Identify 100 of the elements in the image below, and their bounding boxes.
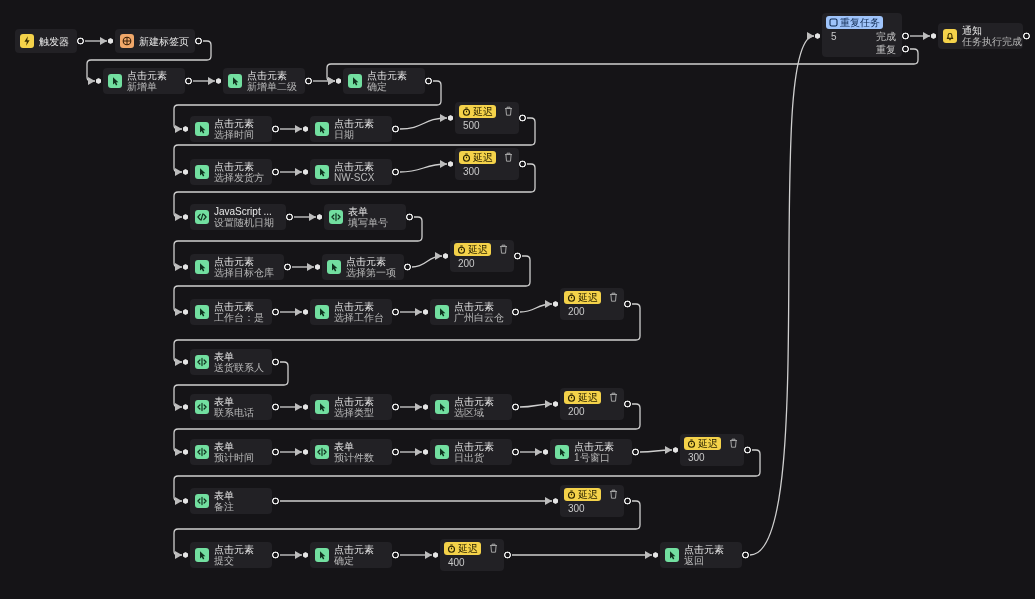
step-detail: 选择发货方: [214, 172, 264, 183]
step-title: 点击元素: [214, 301, 255, 312]
delay-label: 延迟: [578, 488, 598, 501]
step-detail: 选择类型: [334, 407, 374, 418]
step-title: 点击元素: [574, 441, 614, 452]
delay-label: 延迟: [473, 151, 493, 164]
step-detail: 选择目标仓库: [214, 267, 274, 278]
connector-arrow: [84, 37, 108, 45]
delay-value: 300: [463, 166, 480, 177]
step-title: 点击元素: [684, 544, 724, 555]
connector-arrow: [173, 361, 289, 411]
connector-arrow: [279, 497, 553, 505]
connector-arrow: [173, 163, 536, 221]
step-detail: 新增单二级: [247, 81, 297, 92]
step-detail: 预计件数: [334, 452, 374, 463]
step-title: JavaScript ...: [214, 206, 272, 217]
delay-value: 200: [458, 258, 475, 269]
step-title: 点击元素: [214, 544, 254, 555]
step-title: 点击元素: [214, 118, 254, 129]
step-detail: 任务执行完成: [962, 36, 1022, 47]
port-label: 完成: [876, 30, 896, 42]
connector-arrow: [749, 35, 815, 556]
connector-arrow: [519, 448, 543, 456]
connector-arrow: [279, 403, 303, 411]
connector-arrow: [411, 252, 443, 268]
connector-arrow: [173, 255, 531, 316]
connector-arrow: [173, 80, 442, 133]
step-title: 点击元素: [334, 118, 374, 129]
connector-arrow: [279, 308, 303, 316]
step-title: 点击元素: [367, 70, 407, 81]
connector-arrow: [173, 117, 536, 176]
connector-arrow: [399, 114, 448, 130]
step-detail: 日出货: [454, 452, 484, 463]
step-title: 新建标签页: [139, 35, 189, 47]
connector-arrow: [399, 551, 433, 559]
step-detail: 选择时间: [214, 129, 254, 140]
step-detail: 广州白云仓: [454, 312, 504, 323]
step-detail: 选择第一项: [346, 267, 396, 278]
connector-arrow: [399, 448, 423, 456]
step-title: 点击元素: [334, 396, 374, 407]
step-detail: 选择工作台: [334, 312, 384, 323]
connector-arrow: [173, 403, 641, 456]
step-title: 点击元素: [454, 301, 495, 312]
step-detail: 联系电话: [214, 407, 254, 418]
connector-arrow: [173, 303, 641, 366]
step-detail: NW-SCX: [334, 172, 375, 183]
step-detail: 选区域: [454, 407, 484, 418]
step-detail: 日期: [334, 129, 354, 140]
connector-arrow: [511, 551, 653, 559]
step-title: 表单: [214, 490, 234, 501]
step-title: 表单: [348, 206, 369, 217]
connector-arrow: [909, 32, 931, 40]
connector-arrow: [399, 160, 448, 173]
connector-arrow: [173, 500, 641, 559]
step-title: 点击元素: [247, 70, 288, 81]
step-detail: 确定: [334, 555, 354, 566]
connector-arrow: [399, 308, 423, 316]
step-title: 表单: [214, 441, 234, 452]
step-detail: 1号窗口: [574, 452, 611, 463]
delay-label: 延迟: [458, 542, 478, 555]
connector-arrow: [639, 446, 673, 455]
step-detail: 填写单号: [348, 217, 388, 228]
connector-arrow: [279, 125, 303, 133]
connector-arrow: [519, 300, 553, 313]
step-detail: 预计时间: [214, 452, 254, 463]
connector-arrow: [291, 263, 315, 271]
delay-value: 300: [568, 503, 585, 514]
step-detail: 设置随机日期: [214, 217, 274, 228]
delay-label: 延迟: [473, 105, 493, 118]
step-detail: 返回: [684, 555, 704, 566]
step-detail: 新增单: [127, 81, 157, 92]
step-title: 点击元素: [454, 441, 494, 452]
step-detail: 送货联系人: [214, 362, 264, 373]
step-title: 点击元素: [454, 396, 494, 407]
delay-value: 300: [688, 452, 705, 463]
delay-label: 延迟: [578, 391, 598, 404]
step-title: 点击元素: [214, 161, 254, 172]
delay-value: 500: [463, 120, 480, 131]
step-title: 通知: [962, 25, 982, 36]
step-detail: 确定: [367, 81, 387, 92]
step-title: 点击元素: [334, 161, 375, 172]
connector-arrow: [173, 216, 423, 271]
connector-arrow: [192, 77, 216, 85]
port-label: 重复: [876, 43, 896, 55]
connector-arrow: [279, 168, 303, 176]
connector-arrow: [279, 551, 303, 559]
trigger-card: [15, 29, 85, 53]
loop-label: 重复任务: [840, 16, 880, 29]
step-title: 点击元素: [346, 256, 387, 267]
delay-value: 200: [568, 406, 585, 417]
step-title: 点击元素: [334, 301, 375, 312]
step-title: 点击元素: [214, 256, 254, 267]
connector-arrow: [519, 400, 553, 409]
connector-arrow: [86, 40, 212, 85]
connector-arrow: [399, 403, 423, 411]
delay-label: 延迟: [698, 437, 718, 450]
delay-label: 延迟: [578, 291, 598, 304]
step-title: 表单: [334, 441, 354, 452]
connector-arrow: [293, 213, 317, 221]
connector-arrow: [326, 48, 919, 85]
